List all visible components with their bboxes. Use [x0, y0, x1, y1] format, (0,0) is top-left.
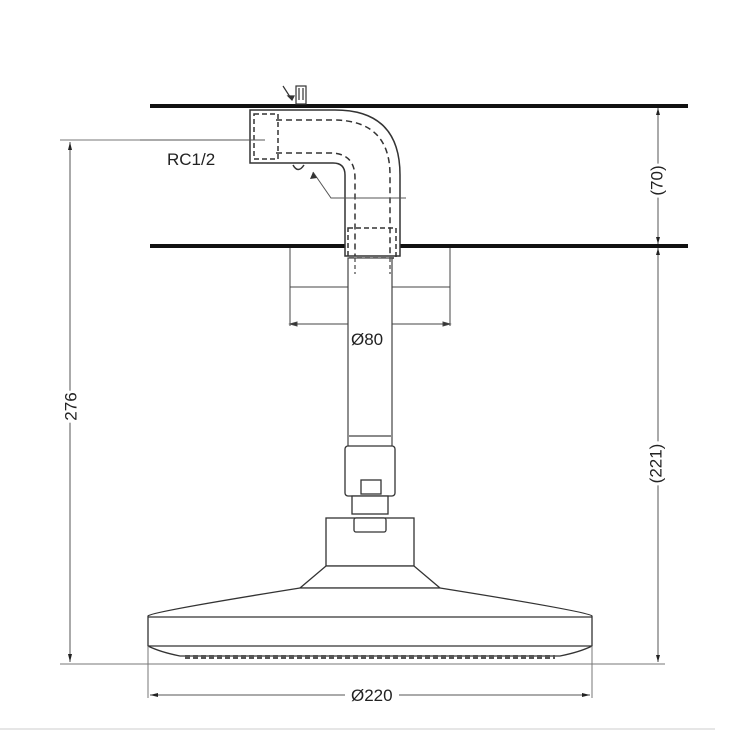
thread-label: RC1/2	[167, 150, 216, 169]
drop-pipe	[347, 257, 393, 449]
overall-height-label: 276	[58, 390, 84, 423]
ceiling-gap-label: (70)	[644, 163, 670, 198]
shower-head	[147, 587, 593, 659]
drop-length-label: (221)	[641, 441, 671, 486]
head-diameter-label: Ø220	[345, 687, 399, 704]
flange-diameter-label: Ø80	[351, 330, 384, 349]
top-fastener	[282, 85, 307, 105]
swivel-joint	[298, 445, 442, 589]
elbow-pipe	[249, 109, 401, 259]
boss-leader	[312, 171, 406, 199]
